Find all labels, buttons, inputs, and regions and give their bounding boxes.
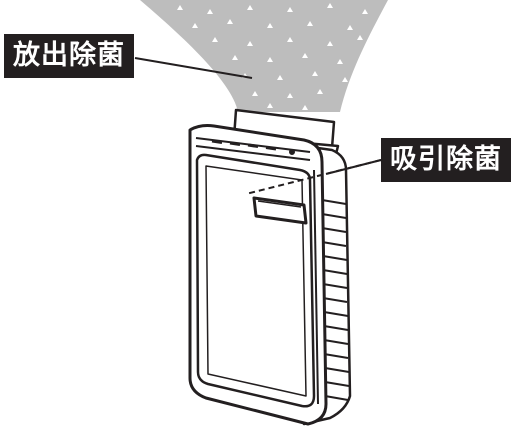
- intake-sterilization-label: 吸引除菌: [381, 138, 511, 182]
- mist-droplet: [327, 41, 333, 46]
- mist-droplet: [177, 5, 183, 10]
- side-edge: [313, 169, 319, 405]
- mist-droplet: [212, 37, 218, 42]
- mist-droplet: [227, 19, 233, 24]
- mist-droplet: [362, 9, 368, 14]
- mist-droplet: [307, 21, 313, 26]
- mist-droplet: [302, 53, 308, 58]
- release-sterilization-label: 放出除菌: [4, 34, 134, 78]
- mist-droplet: [247, 5, 253, 10]
- mist-droplet: [207, 9, 213, 14]
- mist-droplet: [312, 71, 318, 76]
- mist-droplet: [357, 35, 363, 40]
- mist-droplet: [232, 55, 238, 60]
- mist-droplet: [317, 89, 323, 94]
- mist-droplet: [337, 59, 343, 64]
- mist-plume: [140, 0, 388, 112]
- mist-droplet: [287, 93, 293, 98]
- mist-droplet: [327, 3, 333, 8]
- control-panel: [195, 137, 311, 161]
- mist-droplet: [252, 91, 258, 96]
- mist-droplet: [287, 37, 293, 42]
- mist-droplet: [302, 105, 308, 110]
- mist-droplet: [247, 41, 253, 46]
- mist-droplet: [267, 57, 273, 62]
- mist-droplet: [287, 7, 293, 12]
- mist-droplets: [177, 3, 368, 110]
- mist-droplet: [267, 23, 273, 28]
- handle: [252, 196, 308, 225]
- release-leader-line: [134, 57, 253, 79]
- side-vents: [321, 199, 350, 401]
- mist-droplet: [277, 75, 283, 80]
- mist-droplet: [342, 77, 348, 82]
- front-panel: [195, 153, 316, 408]
- mist-droplet: [267, 103, 273, 108]
- mist-droplet: [192, 23, 198, 28]
- mist-droplet: [347, 25, 353, 30]
